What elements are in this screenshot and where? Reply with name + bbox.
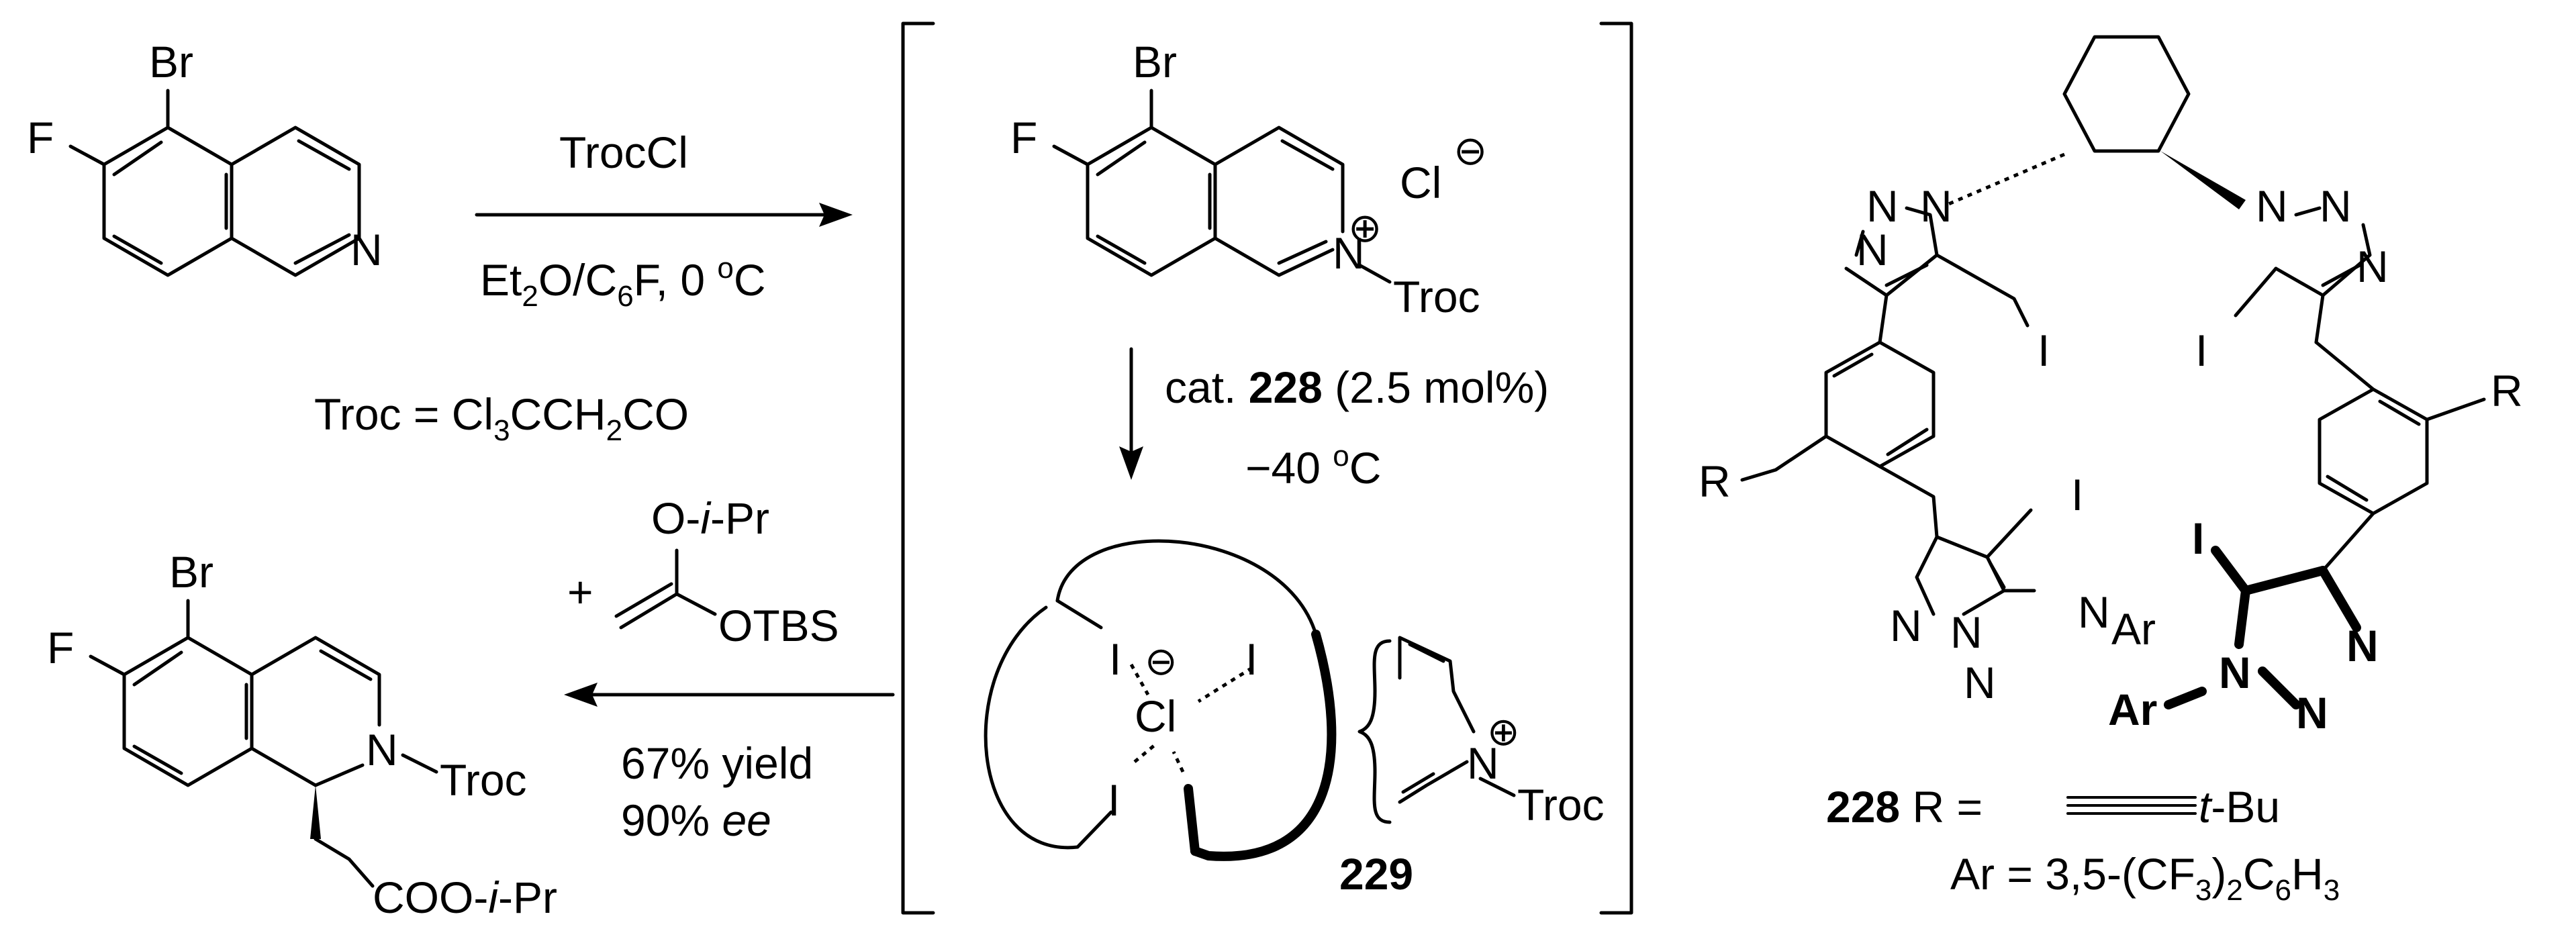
nitrogen-label: N: [1856, 225, 1889, 275]
negative-charge-icon: ⊖: [1453, 128, 1487, 173]
iodine-label: I: [2071, 470, 2083, 520]
catalyst-label: 228 R =: [1826, 782, 1983, 832]
nitrogen-label: N: [2219, 648, 2251, 697]
nitrogen-label: N: [1866, 181, 1899, 231]
troc-group-label: Troc: [1393, 272, 1480, 322]
chloride-label: Cl: [1400, 158, 1441, 207]
silyl-ketene-acetal: [614, 548, 717, 630]
anion-binding-complex: I I I Cl ⊖ N ⊕ Troc 229: [984, 539, 1605, 899]
alkyne-icon: [2066, 796, 2197, 815]
troc-definition: Troc = Cl3CCH2CO: [314, 389, 689, 447]
iodine-label: I: [1109, 634, 1121, 684]
ee-text: 90% ee: [621, 795, 771, 845]
nitrogen-label: N: [2356, 242, 2389, 291]
nitrogen-label: N: [366, 725, 398, 775]
step1-conditions: Et2O/C6F, 0 oC: [480, 252, 766, 313]
aryl-label: Ar: [2108, 685, 2157, 734]
bromo-label: Br: [169, 547, 213, 597]
nitrogen-label: N: [2256, 181, 2288, 231]
fluoro-label: F: [47, 623, 74, 673]
plus-sign: +: [567, 567, 593, 617]
r-group-label: R: [2491, 366, 2523, 415]
reaction-arrow-1: [475, 203, 853, 227]
fluoro-label: F: [1010, 113, 1037, 162]
reaction-arrow-down: [1119, 347, 1143, 480]
nitrogen-label: N: [2320, 181, 2352, 231]
troc-group-label: Troc: [1517, 780, 1605, 830]
reagent-trocl: TrocCl: [559, 128, 688, 177]
nitrogen-label: N: [350, 225, 383, 275]
nitrogen-label: N: [1467, 738, 1499, 788]
complex-number: 229: [1339, 849, 1413, 899]
iodine-label: I: [2038, 326, 2050, 375]
ar-definition: Ar = 3,5-(CF3)2C6H3: [1950, 849, 2340, 907]
nitrogen-label: N: [1890, 601, 1922, 650]
otbs-label: OTBS: [718, 601, 839, 650]
nitrogen-label: N: [2078, 587, 2110, 637]
yield-text: 67% yield: [621, 738, 813, 788]
bracket-right: [1599, 21, 1633, 915]
bromo-label: Br: [1133, 37, 1177, 87]
isopropoxy-label: O-i-Pr: [651, 493, 769, 543]
nitrogen-label: N: [1950, 607, 1983, 657]
starting-material: Br F N: [27, 37, 383, 277]
chloride-label: Cl: [1135, 691, 1176, 741]
iodine-label: I: [2192, 513, 2204, 563]
iodine-label: I: [1245, 634, 1257, 684]
r-group-label: R: [1699, 456, 1731, 506]
catalyst-228: N N N I R I N N N N Ar: [1699, 35, 2523, 907]
nitrogen-label: N: [2346, 621, 2379, 671]
ester-label: COO-i-Pr: [373, 873, 557, 922]
negative-charge-icon: ⊖: [1145, 640, 1178, 683]
tbu-label: t-Bu: [2199, 782, 2280, 832]
isoquinolinium-intermediate: Br F N ⊕ Troc Cl ⊖: [1010, 37, 1487, 322]
nitrogen-label: N: [2296, 688, 2328, 738]
nitrogen-label: N: [1964, 658, 1996, 707]
bromo-label: Br: [149, 37, 193, 87]
dihydroisoquinoline-product: Br F N Troc COO-i-Pr: [47, 547, 557, 922]
aryl-label: Ar: [2111, 604, 2156, 654]
catalyst-loading: cat. 228 (2.5 mol%): [1165, 362, 1549, 412]
nitrogen-label: N: [1333, 228, 1365, 278]
reaction-arrow-2: [564, 683, 895, 707]
iodine-label: I: [2195, 326, 2207, 375]
iodine-label: I: [1108, 775, 1120, 825]
temperature: −40 oC: [1245, 440, 1381, 493]
positive-charge-icon: ⊕: [1348, 205, 1382, 250]
fluoro-label: F: [27, 113, 54, 162]
troc-group-label: Troc: [440, 755, 527, 805]
positive-charge-icon: ⊕: [1487, 710, 1520, 754]
nitrogen-label: N: [1920, 181, 1952, 231]
bracket-left: [901, 21, 935, 915]
